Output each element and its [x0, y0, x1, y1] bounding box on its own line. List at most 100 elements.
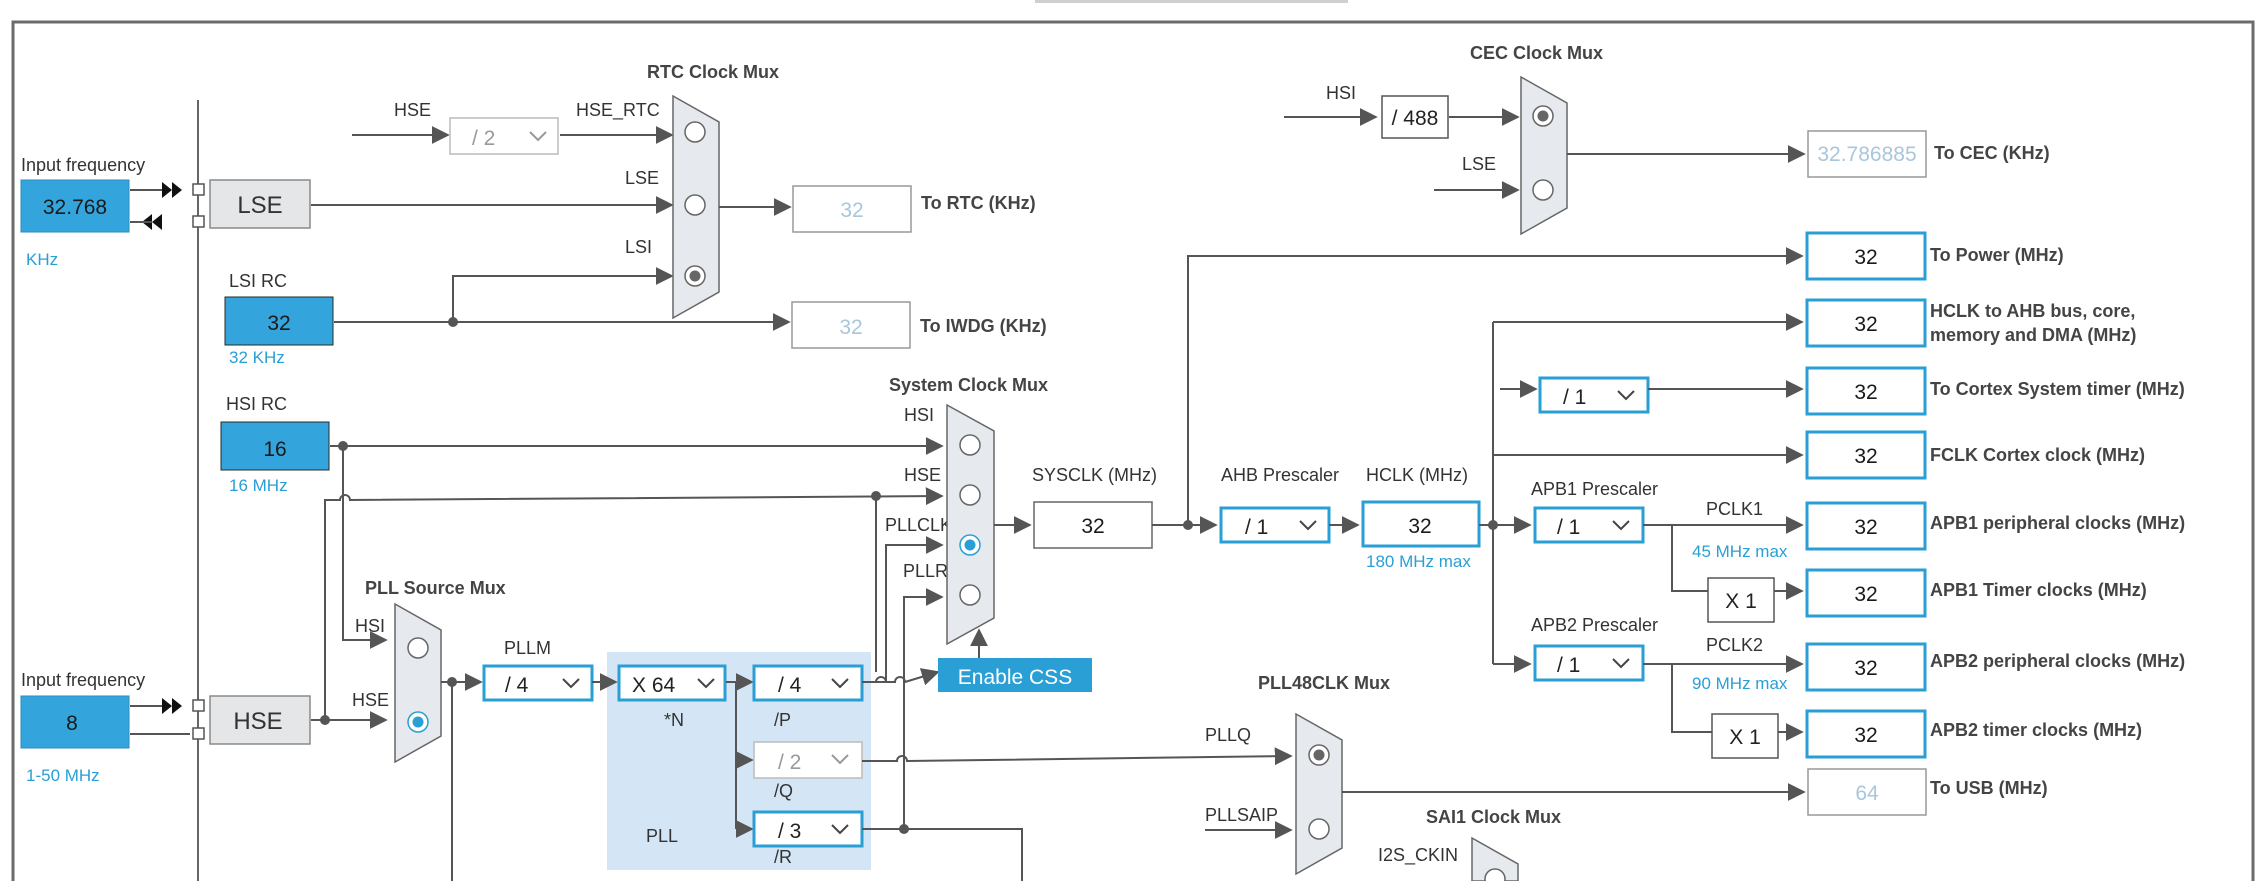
output-value: 32	[1854, 657, 1877, 680]
lse-input-label: Input frequency	[21, 155, 145, 175]
hse-input-label: Input frequency	[21, 670, 145, 690]
cec-output-value: 32.786885	[1817, 143, 1916, 166]
output-label: To USB (MHz)	[1930, 778, 2048, 798]
sysmux-pllr-label: PLLR	[903, 561, 948, 581]
ahb-prescaler-label: AHB Prescaler	[1221, 465, 1339, 485]
rtc-mux-option-lse[interactable]	[684, 194, 706, 216]
cec-hsi-label: HSI	[1326, 83, 1356, 103]
lse-pin-bottom	[192, 215, 205, 228]
pclk1-max: 45 MHz max	[1692, 542, 1788, 561]
pll48-option-pllsaip[interactable]	[1308, 818, 1330, 840]
lse-source-label: LSE	[237, 192, 282, 219]
lsi-value: 32	[267, 312, 290, 335]
output-apb1-timer: 32 APB1 Timer clocks (MHz)	[1805, 568, 2147, 618]
chevron-down-icon	[562, 678, 580, 689]
pllr-divider-value: / 3	[778, 820, 801, 843]
output-value: 32	[1854, 246, 1877, 269]
lse-input-field[interactable]	[20, 179, 130, 233]
lse-source-block	[209, 179, 311, 229]
pllp-label: /P	[774, 710, 791, 730]
hse-input-field[interactable]	[20, 695, 130, 749]
ahb-prescaler-value: / 1	[1245, 516, 1268, 539]
plln-label: *N	[664, 710, 684, 730]
output-label: To Cortex System timer (MHz)	[1930, 379, 2185, 399]
pll48-pllsaip-label: PLLSAIP	[1205, 805, 1278, 825]
sysclk-value: 32	[1081, 515, 1104, 538]
hse-source-label: HSE	[233, 708, 282, 735]
ahb-prescaler-select[interactable]	[1219, 506, 1331, 544]
pclk1-label: PCLK1	[1706, 499, 1763, 519]
hse-source-block	[209, 695, 311, 745]
iwdg-output-label: To IWDG (KHz)	[920, 316, 1047, 336]
hsi-value: 16	[263, 438, 286, 461]
cortex-timer-divider-select[interactable]	[1538, 376, 1650, 414]
pllr-divider-select[interactable]	[752, 810, 864, 848]
output-cortex-system-timer: 32 To Cortex System timer (MHz)	[1805, 366, 2185, 416]
lsi-value-box	[224, 296, 334, 346]
sysclk-value-box	[1033, 501, 1153, 549]
pllq-divider-select[interactable]	[753, 741, 863, 779]
cec-mux-title: CEC Clock Mux	[1470, 43, 1603, 63]
lsi-label: LSI RC	[229, 271, 287, 291]
sysmux-option-hsi[interactable]	[959, 434, 981, 456]
cec-clock-mux	[1520, 75, 1568, 236]
output-fclk-cortex: 32 FCLK Cortex clock (MHz)	[1805, 430, 2145, 480]
hsi-label: HSI RC	[226, 394, 287, 414]
output-label: APB2 timer clocks (MHz)	[1930, 720, 2142, 740]
pll-region-title: PLL	[646, 826, 678, 846]
apb2-prescaler-select[interactable]	[1533, 644, 1645, 682]
output-label-line2: memory and DMA (MHz)	[1930, 325, 2136, 345]
pll-source-mux-title: PLL Source Mux	[365, 578, 506, 598]
frame-top-tab	[1035, 0, 1348, 3]
rtc-hse-divider-value: / 2	[472, 127, 495, 150]
pllp-divider-select[interactable]	[752, 664, 864, 702]
iwdg-output-box	[791, 301, 911, 349]
enable-css-button-label: Enable CSS	[958, 666, 1072, 689]
sysmux-option-hse[interactable]	[959, 484, 981, 506]
apb2-timer-multiplier-value: X 1	[1729, 726, 1761, 749]
sai1-option-top[interactable]	[1484, 868, 1506, 881]
chevron-down-icon	[1612, 658, 1630, 669]
output-to-power: 32 To Power (MHz)	[1805, 231, 2064, 281]
output-hclk-ahb: 32 HCLK to AHB bus, core, memory and DMA…	[1805, 298, 2136, 348]
sai1-clock-mux	[1471, 836, 1519, 881]
sysmux-pllclk-label: PLLCLK	[885, 515, 952, 535]
apb1-prescaler-select[interactable]	[1533, 506, 1645, 544]
rtc-output-label: To RTC (KHz)	[921, 193, 1036, 213]
pllp-divider-value: / 4	[778, 674, 802, 697]
hse-pin-top	[192, 699, 205, 712]
lse-unit-label: KHz	[26, 250, 58, 269]
cec-mux-option-lse[interactable]	[1532, 179, 1554, 201]
rtc-output-box	[792, 185, 912, 233]
apb2-prescaler-label: APB2 Prescaler	[1531, 615, 1658, 635]
sysmux-hsi-label: HSI	[904, 405, 934, 425]
chevron-down-icon	[831, 754, 849, 765]
output-usb: 64 To USB (MHz)	[1807, 768, 2048, 816]
sai1-clock-mux-title: SAI1 Clock Mux	[1426, 807, 1561, 827]
hsi-unit: 16 MHz	[229, 476, 288, 495]
chevron-down-icon	[1299, 520, 1317, 531]
sysclk-label: SYSCLK (MHz)	[1032, 465, 1157, 485]
rtc-mux-option-hse[interactable]	[684, 121, 706, 143]
sysmux-hse-label: HSE	[904, 465, 941, 485]
rtc-mux-title: RTC Clock Mux	[647, 62, 779, 82]
apb2-prescaler-value: / 1	[1557, 654, 1580, 677]
output-value: 32	[1854, 724, 1877, 747]
sai1-i2s-ckin-label: I2S_CKIN	[1378, 845, 1458, 866]
enable-css-button[interactable]	[938, 658, 1092, 692]
pclk2-max: 90 MHz max	[1692, 674, 1788, 693]
chevron-down-icon	[1612, 520, 1630, 531]
plln-multiplier-select[interactable]	[617, 664, 727, 702]
pll-src-option-hsi[interactable]	[407, 637, 429, 659]
output-label: APB1 Timer clocks (MHz)	[1930, 580, 2147, 600]
output-label: APB1 peripheral clocks (MHz)	[1930, 513, 2185, 533]
pll-src-option-hse-selected-dot	[412, 716, 424, 728]
sysmux-option-pllr[interactable]	[959, 584, 981, 606]
rtc-hse-rtc-label: HSE_RTC	[576, 100, 660, 121]
output-value: 32	[1854, 445, 1877, 468]
output-apb2-peripheral: 32 APB2 peripheral clocks (MHz)	[1805, 642, 2185, 692]
rtc-hse-divider-select[interactable]	[449, 117, 559, 155]
iwdg-output-value: 32	[839, 316, 862, 339]
pllr-label: /R	[774, 847, 792, 867]
pll48-pllq-label: PLLQ	[1205, 725, 1251, 745]
